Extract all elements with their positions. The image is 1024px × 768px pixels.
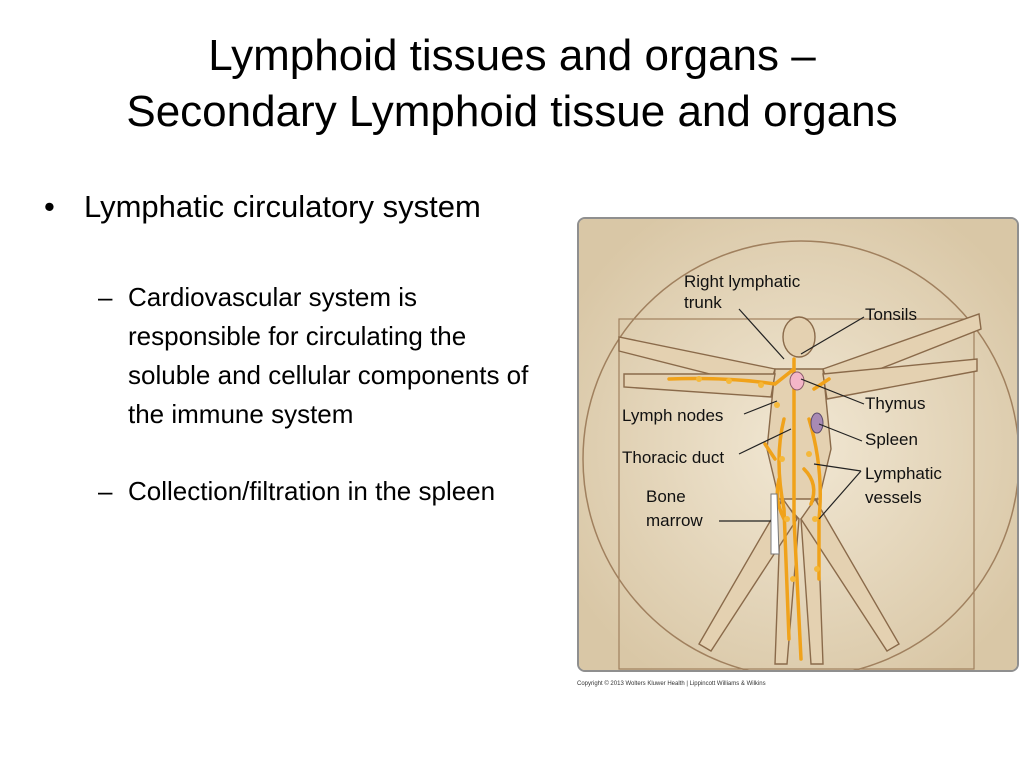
sub-bullet-item: – Collection/filtration in the spleen [44,472,534,511]
label-lymphatic-vessels-2: vessels [865,488,922,507]
lymphatic-system-figure: Right lymphatic trunk Tonsils Thymus Spl… [577,217,1019,672]
vitruvian-lymph-illustration: Right lymphatic trunk Tonsils Thymus Spl… [579,219,1017,670]
label-lymphatic-vessels-1: Lymphatic [865,464,942,483]
lymphatic-vessels-drawing [667,357,831,661]
spleen-organ [810,412,824,434]
leader-lines [719,308,865,522]
bone-marrow-femur [770,493,780,555]
sub-bullet-text: Cardiovascular system is responsible for… [128,282,529,429]
label-right-lymphatic-trunk-2: trunk [684,293,722,312]
sub-bullet-text: Collection/filtration in the spleen [128,476,496,506]
sub-bullet-marker: – [98,282,113,312]
label-bone-marrow-2: marrow [646,511,703,530]
vitruvian-circle [582,240,1017,670]
label-lymph-nodes: Lymph nodes [622,406,723,425]
sub-bullet-item: – Cardiovascular system is responsible f… [44,278,534,434]
bullet-list: • Lymphatic circulatory system – Cardiov… [44,186,534,511]
bullet-marker: • [44,189,55,224]
title-line-1: Lymphoid tissues and organs – [208,31,816,80]
label-thoracic-duct: Thoracic duct [622,448,724,467]
figure-labels: Right lymphatic trunk Tonsils Thymus Spl… [622,272,942,530]
label-spleen: Spleen [865,430,918,449]
lymph-nodes [696,376,820,582]
label-right-lymphatic-trunk-1: Right lymphatic [684,272,801,291]
label-bone-marrow-1: Bone [646,487,686,506]
slide-title: Lymphoid tissues and organs – Secondary … [0,28,1024,140]
label-thymus: Thymus [865,394,925,413]
label-tonsils: Tonsils [865,305,917,324]
sub-bullet-marker: – [98,476,113,506]
title-line-2: Secondary Lymphoid tissue and organs [126,87,898,136]
thymus-organ [789,371,805,391]
bullet-text: Lymphatic circulatory system [84,189,481,224]
figure-copyright: Copyright © 2013 Wolters Kluwer Health |… [577,681,766,687]
bullet-item: • Lymphatic circulatory system [44,186,534,228]
